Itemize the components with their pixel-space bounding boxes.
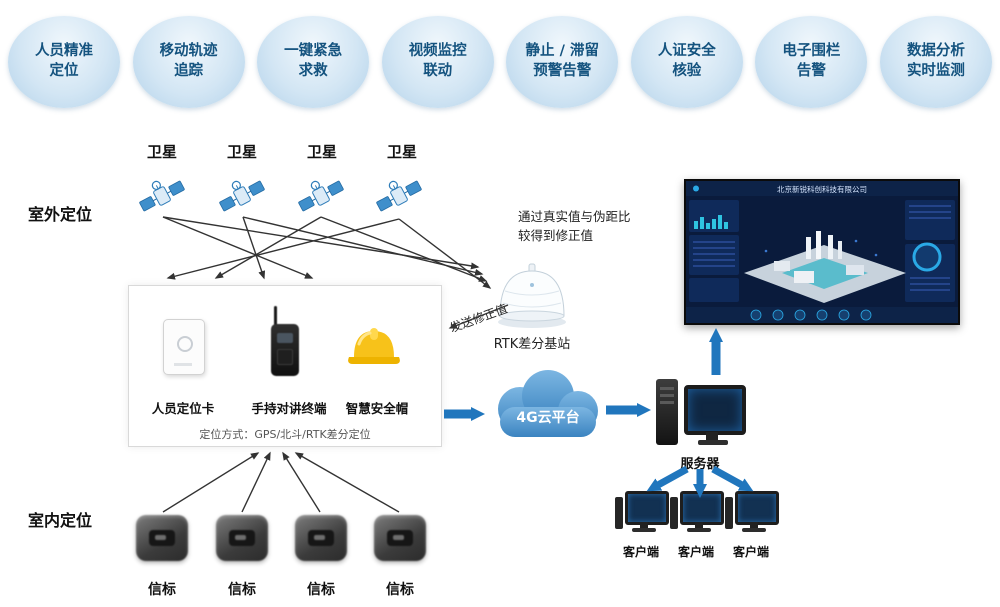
- handheld-intercom-icon: [271, 306, 301, 378]
- satellite-icon: [376, 180, 422, 212]
- indoor-positioning-label: 室内定位: [28, 511, 93, 530]
- client-label: 客户端: [677, 545, 714, 559]
- badge-id-verification: 人证安全 核验: [630, 16, 743, 108]
- beacon-icon: [374, 515, 426, 561]
- beacon-label: 信标: [148, 582, 176, 598]
- badge-data-analysis: 数据分析 实时监测: [879, 16, 992, 108]
- satellite-label: 卫星: [306, 143, 337, 161]
- client-computer-icon: [670, 491, 724, 539]
- beacon-label: 信标: [386, 582, 414, 598]
- satellite-icon: [139, 180, 185, 212]
- cloud-platform-label: 4G云平台: [516, 410, 580, 426]
- beacon-icon: [295, 515, 347, 561]
- rtk-correction-note: 通过真实值与伪距比 较得到修正值: [518, 209, 631, 244]
- satellite-label: 卫星: [226, 143, 257, 161]
- cloud-icon: [498, 370, 598, 437]
- client-label: 客户端: [622, 545, 659, 559]
- dashboard-title: 北京新锐科创科技有限公司: [777, 184, 867, 194]
- smart-helmet-icon: [348, 328, 400, 364]
- server-icon: [656, 379, 746, 451]
- badge-video-linkage: 视频监控 联动: [381, 16, 494, 108]
- 4g-cloud-platform: 4G云平台: [486, 369, 610, 443]
- badge-precise-positioning: 人员精准 定位: [8, 16, 120, 108]
- outdoor-positioning-label: 室外定位: [28, 205, 93, 224]
- satellite-label: 卫星: [146, 143, 177, 161]
- rtk-station-label: RTK差分基站: [493, 337, 571, 352]
- dashboard-content: 北京新锐科创科技有限公司: [686, 181, 958, 323]
- badge-dwell-alert: 静止 / 滞留 预警告警: [506, 16, 619, 108]
- rtk-base-station-icon: [498, 263, 566, 328]
- device-label-helmet: 智慧安全帽: [345, 401, 409, 416]
- feature-badges-row: 人员精准 定位 移动轨迹 追踪 一键紧急 求救 视频监控 联动 静止 / 滞留 …: [0, 0, 1000, 117]
- positioning-card-icon: [163, 319, 205, 375]
- device-label-intercom: 手持对讲终端: [251, 401, 327, 416]
- positioning-mode-text: 定位方式：GPS/北斗/RTK差分定位: [199, 428, 371, 441]
- badge-one-key-sos: 一键紧急 求救: [257, 16, 370, 108]
- beacon-label: 信标: [307, 582, 335, 598]
- beacon-icon: [216, 515, 268, 561]
- satellite-label: 卫星: [386, 143, 417, 161]
- badge-efence-alert: 电子围栏 告警: [755, 16, 868, 108]
- client-label: 客户端: [732, 545, 769, 559]
- server-label: 服务器: [680, 457, 720, 472]
- beacon-label: 信标: [228, 582, 256, 598]
- terminal-device-box: 人员定位卡 手持对讲终端 智慧安全帽 定位方式：GPS/北斗/RTK差分定位: [128, 285, 442, 447]
- architecture-diagram: 室外定位 室内定位 卫星 卫星 卫星 卫星 RTK差分基站 通过真实值与伪距比 …: [0, 117, 1000, 607]
- device-label-card: 人员定位卡: [151, 401, 215, 416]
- badge-trajectory-tracking: 移动轨迹 追踪: [132, 16, 245, 108]
- client-computer-icon: [615, 491, 669, 539]
- beacon-icon: [136, 515, 188, 561]
- client-computer-icon: [725, 491, 779, 539]
- monitoring-dashboard-screen: 北京新锐科创科技有限公司: [684, 179, 960, 325]
- satellite-icon: [219, 180, 265, 212]
- satellite-icon: [298, 180, 344, 212]
